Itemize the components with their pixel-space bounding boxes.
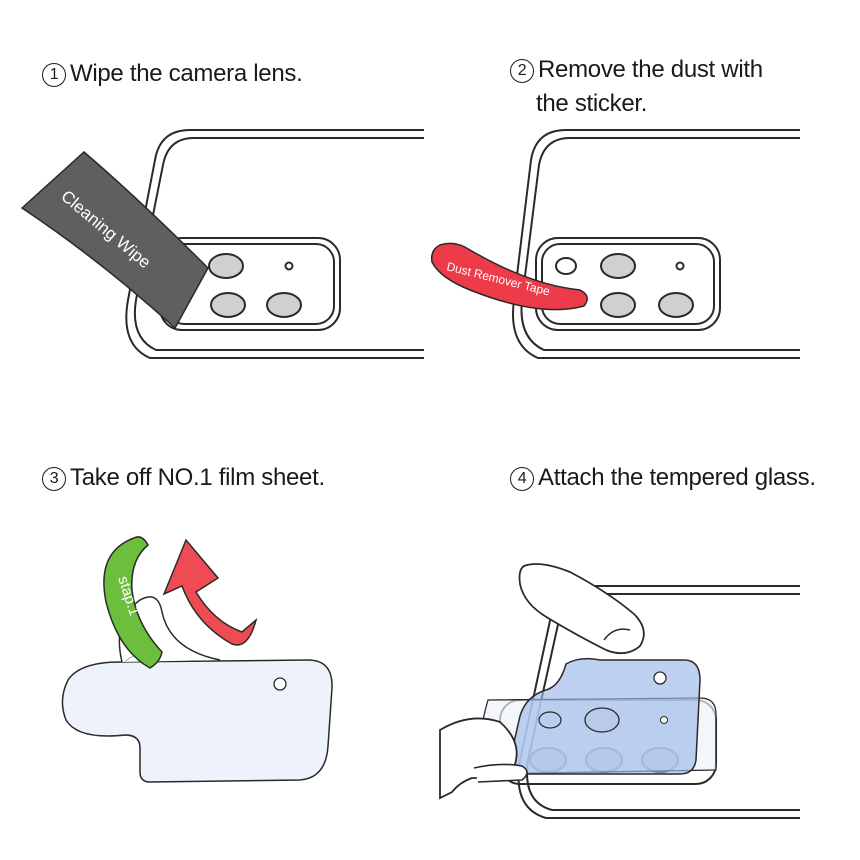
step-2-text-line2: the sticker. <box>536 90 648 117</box>
circled-number-icon: 4 <box>510 467 534 491</box>
film-sheet <box>61 596 333 783</box>
tempered-glass <box>508 657 701 775</box>
step-2-text-line1: Remove the dust with <box>538 56 763 83</box>
step-1-text: Wipe the camera lens. <box>70 60 303 87</box>
step-3-text: Take off NO.1 film sheet. <box>70 464 325 491</box>
dust-remover-tape: Dust Remover Tape <box>430 242 588 311</box>
cleaning-wipe: Cleaning Wipe <box>20 151 209 330</box>
hand-icon <box>439 717 528 800</box>
phone-illustration-2 <box>512 129 800 359</box>
step-4-text: Attach the tempered glass. <box>538 464 816 491</box>
hand-icon <box>518 563 645 655</box>
step-2-title-line2: the sticker. <box>536 88 647 120</box>
pointing-arrow-icon <box>162 538 258 646</box>
circled-number-icon: 3 <box>42 467 66 491</box>
film-tab: stap.1 <box>103 536 163 669</box>
circled-number-icon: 2 <box>510 59 534 83</box>
circled-number-icon: 1 <box>42 63 66 87</box>
